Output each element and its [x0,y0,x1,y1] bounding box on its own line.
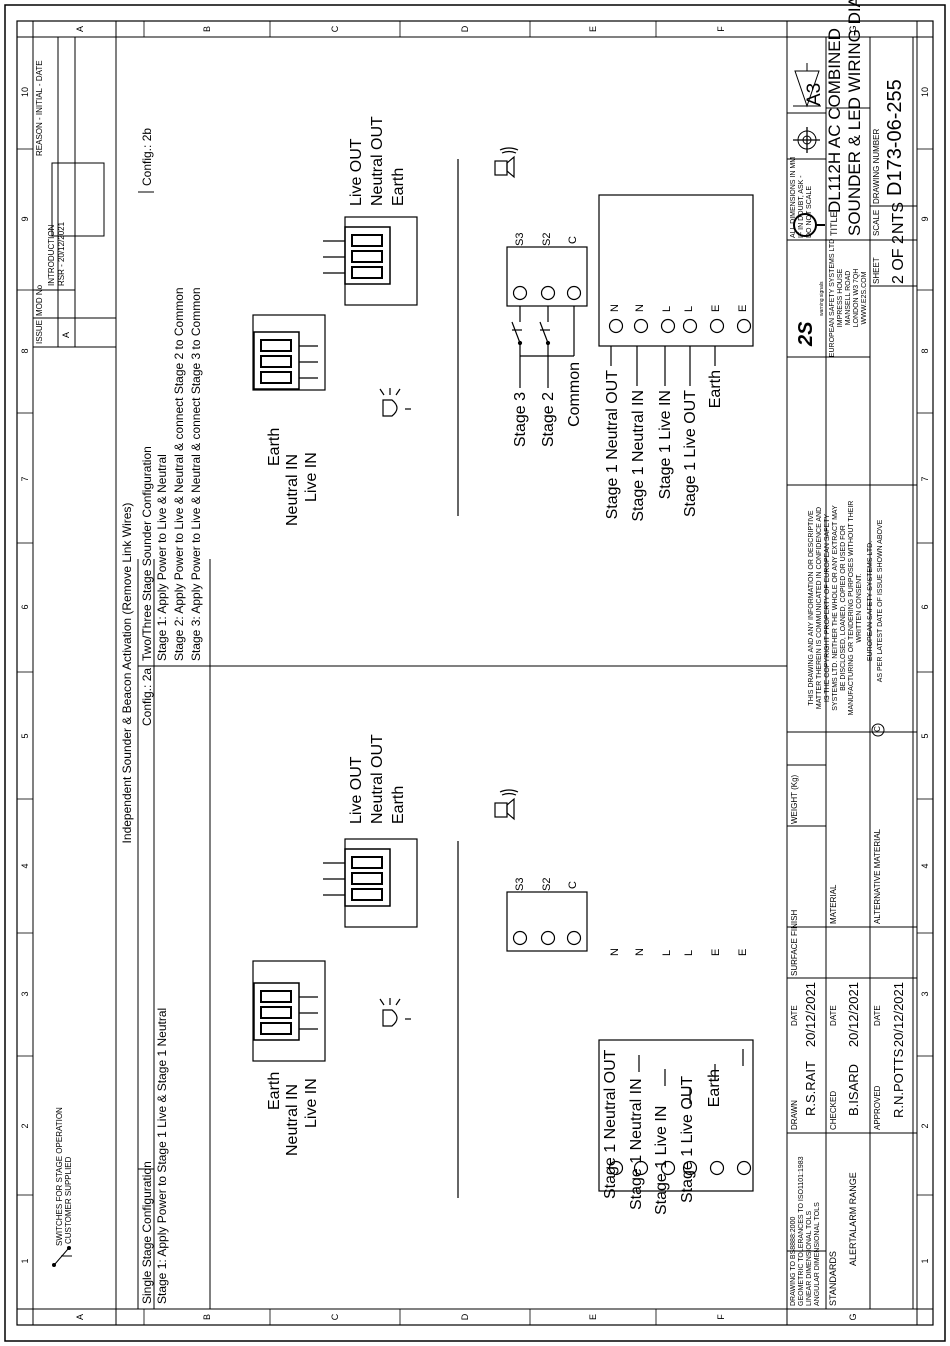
terminal-n1-b: N [609,304,621,312]
approved-date-label: DATE [873,1005,882,1026]
power-label-live-in-b: Stage 1 Live IN [657,390,674,500]
sheet-label: SHEET [872,257,881,284]
terminal-l2-b: L [683,305,695,312]
approved-label: APPROVED [873,1085,882,1130]
sounder-live-out-label-b: Live OUT [348,138,365,206]
stage-3-label: Stage 3 [512,392,529,448]
surface-finish-label: SURFACE FINISH [790,909,799,976]
power-label-earth-b: Earth [707,370,724,409]
copyright-owner: EUROPEAN SAFETY SYSTEMS LTD. [867,540,874,662]
scale-label: SCALE [872,209,881,236]
paper-size: A3 [804,82,825,106]
sounder-earth-label-b: Earth [390,167,407,206]
terminal-e2-b: E [737,304,749,312]
title-line1: DL112H AC COMBINED [825,28,844,213]
power-label-neutral-out-b: Stage 1 Neutral OUT [604,370,621,520]
beacon-neutral-in-label-b: Neutral IN [284,453,301,526]
terminal-e1-b: E [710,304,722,312]
title-label: TITLE [829,211,839,236]
drawing-number: D173-06-255 [884,79,906,196]
scale-value: NTS [890,202,907,234]
drawn-date: 20/12/2021 [803,982,818,1048]
approved-date: 20/12/2021 [891,982,906,1048]
material-label: MATERIAL [829,884,838,924]
alt-material-label: ALTERNATIVE MATERIAL [873,828,882,924]
copyright-symbol: C [873,726,882,732]
standards-note: DRAWING TO BS8888:2000 GEOMETRIC TOLERAN… [790,1156,821,1306]
checked-date: 20/12/2021 [846,982,861,1048]
terminal-c-b: C [567,236,579,244]
company-logo: 2S [795,321,817,346]
common-label: Common [566,362,583,427]
beacon-live-in-label-b: Live IN [303,452,320,502]
power-label-live-out-b: Stage 1 Live OUT [682,390,699,518]
company-address: EUROPEAN SAFETY SYSTEMS LTD IMPRESS HOUS… [829,238,868,358]
beacon-earth-label-b: Earth [266,427,283,466]
dimensions-note: ALL DIMENSIONS IN MM IF IN DOUBT, ASK - … [790,156,813,238]
checked-label: CHECKED [829,1090,838,1130]
weight-label: WEIGHT (Kg) [790,774,799,824]
title-line2: SOUNDER & LED WIRING DIAGRAMS [845,0,864,236]
sounder-neutral-out-label-b: Neutral OUT [369,116,386,206]
drawn-name: R.S.RAIT [803,1061,818,1116]
checked-name: B.ISARD [846,1063,861,1116]
standards-label: STANDARDS [828,1251,838,1306]
checked-date-label: DATE [829,1005,838,1026]
power-label-neutral-in-b: Stage 1 Neutral IN [630,390,647,522]
drawing-number-label: DRAWING NUMBER [872,128,881,204]
company-logo-tag: warning signals [819,281,825,316]
terminal-s2-b: S2 [541,232,553,246]
range-text: ALERTALARM RANGE [848,1172,858,1266]
terminal-s3-b: S3 [514,232,526,246]
sheet-value: 2 OF 2 [890,235,907,284]
terminal-n2-b: N [634,304,646,312]
stage-2-label: Stage 2 [540,392,557,448]
terminal-l1-b: L [661,305,673,312]
drawn-date-label: DATE [790,1005,799,1026]
copyright-issue: AS PER LATEST DATE OF ISSUE SHOWN ABOVE [877,519,884,683]
drawn-label: DRAWN [790,1100,799,1130]
copyright-text: THIS DRAWING AND ANY INFORMATION OR DESC… [808,500,863,716]
